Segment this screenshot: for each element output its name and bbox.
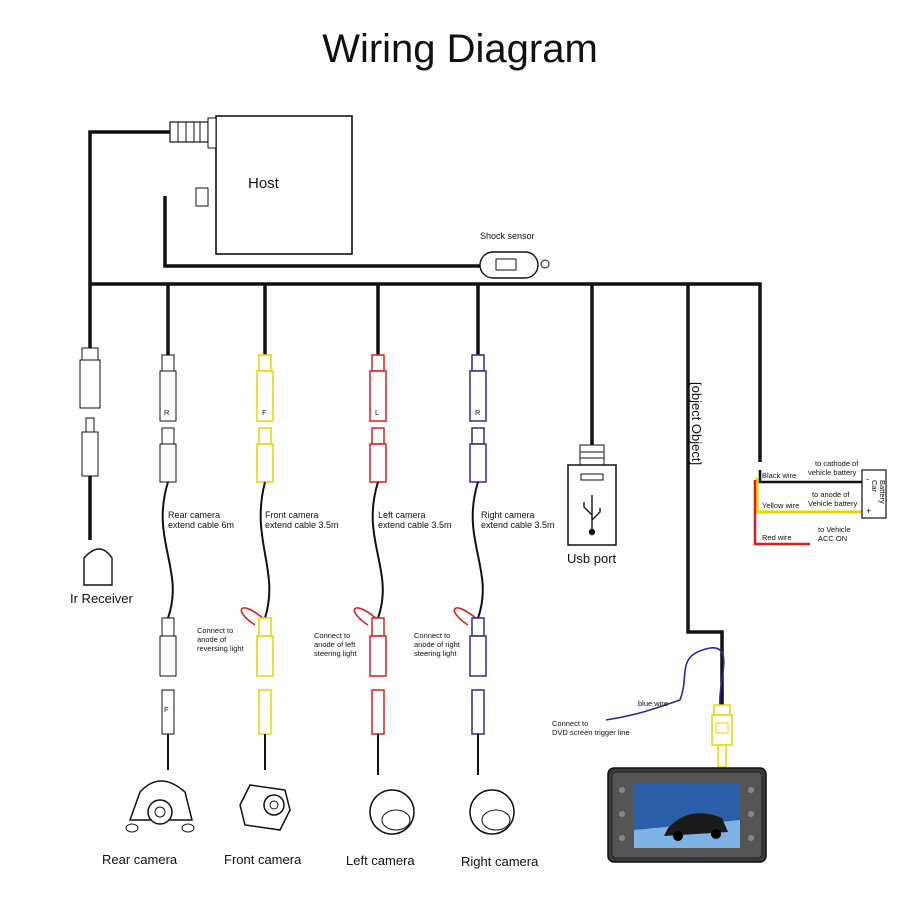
right-note-1: Connect to bbox=[414, 631, 450, 640]
anode-label-1: to anode of bbox=[812, 490, 850, 499]
anode-label-2: Vehicle battery bbox=[808, 499, 857, 508]
battery-label-1: Car bbox=[870, 480, 879, 493]
host-label: Host bbox=[248, 175, 280, 192]
host-side-connector bbox=[195, 187, 209, 207]
rear-camera-label: Rear camera bbox=[102, 852, 178, 867]
left-note-3: steering light bbox=[314, 649, 357, 658]
red-wire-label: Red wire bbox=[762, 533, 792, 542]
shock-sensor: Shock sensor bbox=[479, 231, 550, 279]
rear-cable: R F Rear camera extend cable 6m bbox=[159, 354, 234, 770]
shock-sensor-label: Shock sensor bbox=[480, 231, 535, 241]
right-camera: Right camera bbox=[461, 789, 539, 869]
av-out-label: [object Object] bbox=[689, 382, 704, 465]
front-camera-label: Front camera bbox=[224, 852, 302, 867]
right-note-2: anode of right bbox=[414, 640, 461, 649]
left-cable-label-2: extend cable 3.5m bbox=[378, 520, 452, 530]
cathode-label-2: vehicle battery bbox=[808, 468, 857, 477]
rear-camera: Rear camera bbox=[102, 780, 195, 867]
rear-connector-mark: R bbox=[164, 408, 170, 417]
usb-port-label: Usb port bbox=[567, 551, 617, 566]
dvd-head-unit bbox=[607, 767, 767, 863]
power-wires: Black wire Yellow wire Red wire to catho… bbox=[753, 459, 868, 546]
car-battery: Car Battery - + bbox=[861, 469, 887, 519]
diagram-title: Wiring Diagram bbox=[322, 27, 598, 71]
left-cable: L Left camera extend cable 3.5m Connect … bbox=[314, 354, 452, 775]
ir-receiver-label: Ir Receiver bbox=[70, 591, 134, 606]
rear-cable-label-1: Rear camera bbox=[168, 510, 220, 520]
right-cable-label-1: Right camera bbox=[481, 510, 535, 520]
main-harness bbox=[88, 130, 762, 705]
left-camera: Left camera bbox=[346, 789, 415, 868]
host-unit: Host bbox=[169, 115, 353, 255]
dvd-connection: blue wire Connect to DVD screen trigger … bbox=[552, 647, 733, 768]
left-cable-label-1: Left camera bbox=[378, 510, 426, 520]
front-note-1: Connect to bbox=[197, 626, 233, 635]
right-cable: R Right camera extend cable 3.5m Connect… bbox=[414, 354, 555, 775]
cathode-label-1: to cathode of bbox=[815, 459, 859, 468]
left-connector-mark: L bbox=[375, 408, 379, 417]
acc-label-1: to Vehicle bbox=[818, 525, 851, 534]
rear-camera-connector-mark: F bbox=[164, 705, 169, 714]
usb-icon bbox=[583, 495, 601, 536]
ir-receiver: Ir Receiver bbox=[70, 347, 134, 606]
battery-plus: + bbox=[866, 506, 871, 516]
front-cable-label-1: Front camera bbox=[265, 510, 319, 520]
right-camera-label: Right camera bbox=[461, 854, 539, 869]
left-note-1: Connect to bbox=[314, 631, 350, 640]
black-wire-label: Black wire bbox=[762, 471, 796, 480]
trigger-label-2: DVD screen trigger line bbox=[552, 728, 630, 737]
blue-wire-label: blue wire bbox=[638, 699, 668, 708]
right-connector-mark: R bbox=[475, 408, 481, 417]
left-camera-label: Left camera bbox=[346, 853, 415, 868]
usb-port: Usb port bbox=[567, 444, 617, 566]
acc-label-2: ACC ON bbox=[818, 534, 847, 543]
right-cable-label-2: extend cable 3.5m bbox=[481, 520, 555, 530]
front-note-3: reversing light bbox=[197, 644, 245, 653]
front-cable-label-2: extend cable 3.5m bbox=[265, 520, 339, 530]
front-connector-mark: F bbox=[262, 408, 267, 417]
front-camera: Front camera bbox=[224, 784, 302, 867]
rear-cable-label-2: extend cable 6m bbox=[168, 520, 234, 530]
front-note-2: anode of bbox=[197, 635, 227, 644]
trigger-label-1: Connect to bbox=[552, 719, 588, 728]
right-note-3: steering light bbox=[414, 649, 457, 658]
battery-label-2: Battery bbox=[878, 480, 887, 504]
host-top-connector bbox=[169, 121, 209, 143]
battery-minus: - bbox=[866, 474, 869, 484]
left-note-2: anode of left bbox=[314, 640, 356, 649]
front-cable: F Front camera extend cable 3.5m Connect… bbox=[197, 354, 339, 770]
yellow-wire-label: Yellow wire bbox=[762, 501, 799, 510]
